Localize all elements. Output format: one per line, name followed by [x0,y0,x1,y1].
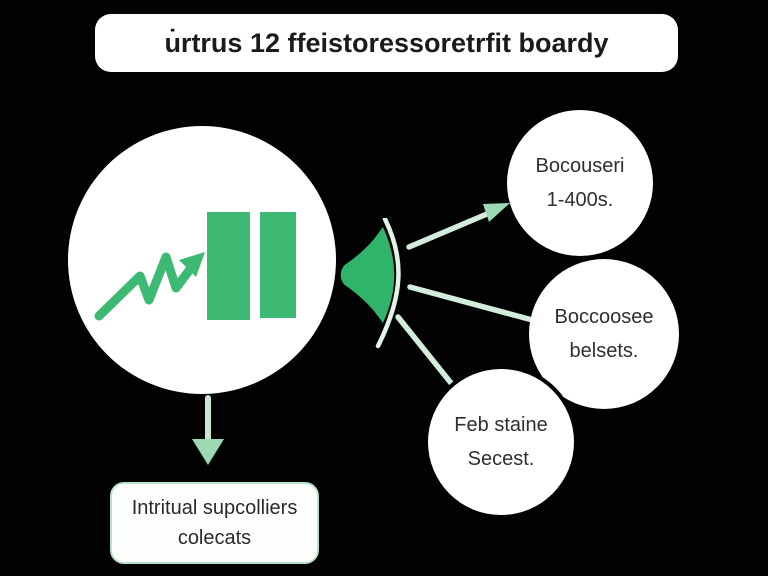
target-1-line-2: 1-400s. [546,189,614,211]
target-2-line-2: belsets. [569,340,639,362]
target-circle-3: Feb staine Secest. [428,369,574,515]
target-circle-1: Bocouseri 1-400s. [507,110,653,256]
target-2-line-1: Boccoosee [554,306,654,328]
bar-chart-growth-icon [94,212,296,321]
result-box: Intritual supcolliers colecats [110,482,319,564]
result-box-line-1: Intritual supcolliers [131,497,298,519]
megaphone-funnel-icon [340,218,401,349]
target-3-line-2: Secest. [467,448,535,470]
arrow-line-bottom [395,314,458,391]
down-arrowhead-icon [192,439,224,465]
result-box-line-2: colecats [177,527,252,549]
page-title: u̇rtrus 12 ffeistoressoretrfit boardy [164,27,609,58]
title-banner: u̇rtrus 12 ffeistoressoretrfit boardy [95,14,678,72]
arrow-line-top [406,208,497,250]
source-circle [68,126,336,394]
arrowhead-top-icon [483,203,510,222]
target-1-line-1: Bocouseri [535,155,625,177]
target-3-line-1: Feb staine [454,414,548,436]
target-circle-2: Boccoosee belsets. [529,259,679,409]
arrow-line-middle [407,284,539,324]
